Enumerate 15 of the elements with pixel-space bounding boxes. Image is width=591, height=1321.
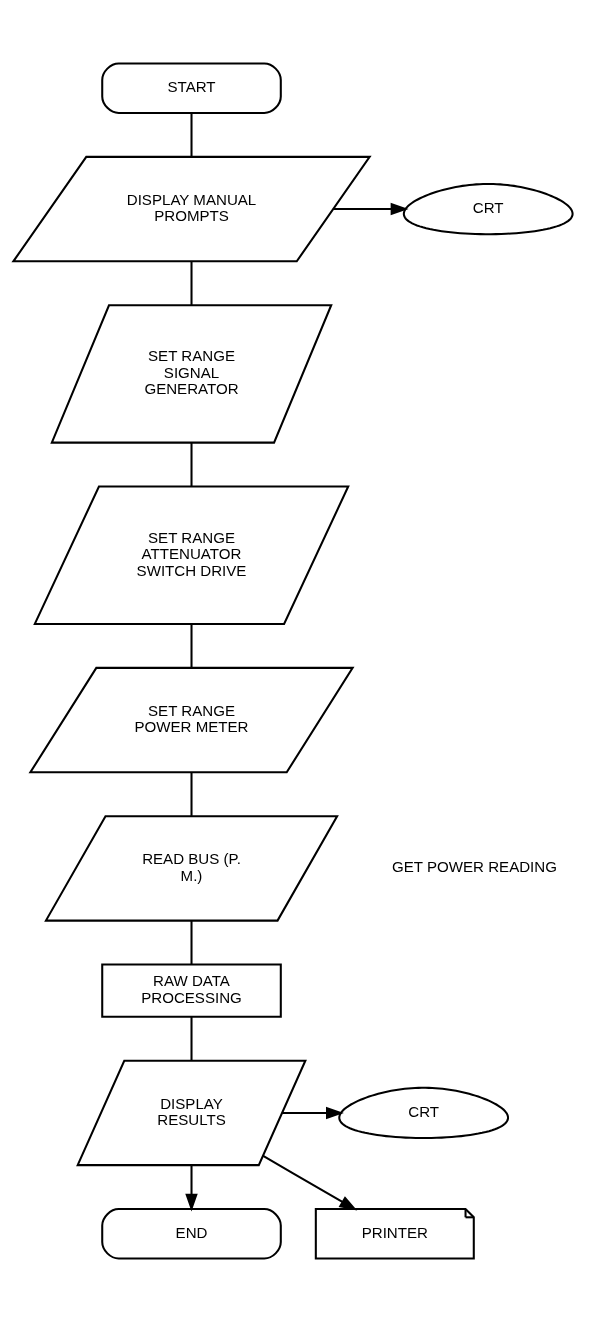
node-box: RAW DATA PROCESSING (101, 963, 282, 1018)
arrow (282, 1106, 344, 1119)
connector (190, 113, 193, 157)
connector (190, 771, 193, 816)
node-box: END (101, 1207, 282, 1260)
connector (190, 920, 193, 964)
arrow (185, 1164, 198, 1212)
connector (190, 442, 193, 486)
arrow (333, 202, 409, 215)
node-box: START (101, 61, 282, 114)
connector (190, 1016, 193, 1061)
node-label: GET POWER READING (392, 857, 557, 875)
connector (190, 623, 193, 668)
connector (190, 260, 193, 305)
arrow (262, 1154, 358, 1211)
